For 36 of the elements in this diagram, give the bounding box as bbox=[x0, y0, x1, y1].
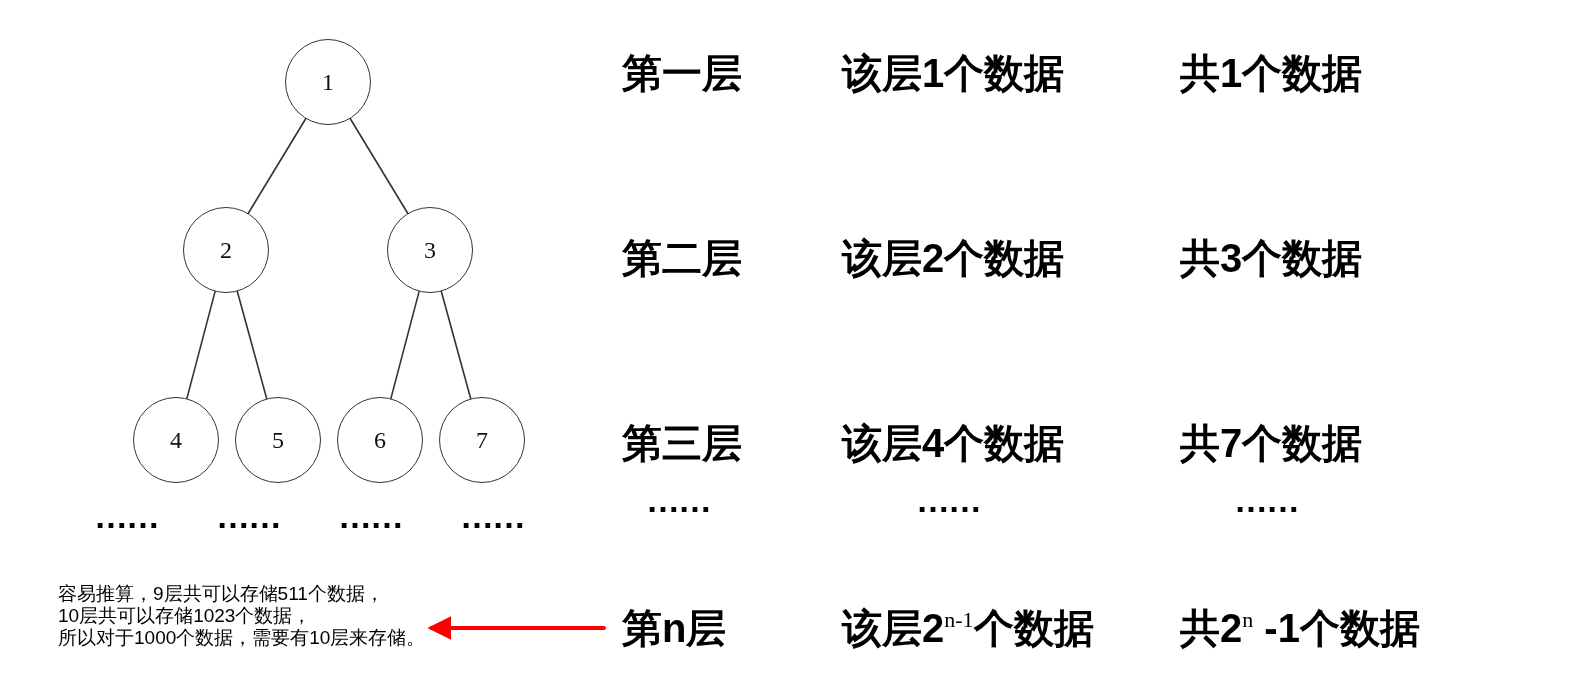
tree-node-circle: 4 bbox=[133, 397, 219, 483]
note-line: 所以对于1000个数据，需要有10层来存储。 bbox=[58, 627, 426, 649]
ellipsis: …… bbox=[216, 496, 280, 536]
tree-node-circle: 7 bbox=[439, 397, 525, 483]
ellipsis: …… bbox=[338, 496, 402, 536]
level-label: 第一层 bbox=[622, 49, 742, 97]
tree-edge bbox=[186, 290, 216, 400]
ellipsis: …… bbox=[1234, 480, 1298, 520]
tree-edge bbox=[349, 117, 409, 215]
total-label: 共1个数据 bbox=[1180, 49, 1363, 97]
tree-edge bbox=[390, 290, 420, 400]
tree-node-circle: 2 bbox=[183, 207, 269, 293]
total-label: 共3个数据 bbox=[1180, 234, 1363, 282]
ellipsis: …… bbox=[916, 480, 980, 520]
level-label: 第n层 bbox=[622, 600, 727, 656]
count-label: 该层2个数据 bbox=[842, 234, 1065, 282]
count-label: 该层2$^{n-1}$个数据 bbox=[842, 604, 1094, 652]
arrow bbox=[427, 616, 606, 640]
tree-edge bbox=[236, 290, 268, 400]
tree-edge bbox=[247, 117, 307, 215]
note-line: 10层共可以存储1023个数据， bbox=[58, 605, 313, 627]
tree-node-circle: 1 bbox=[285, 39, 371, 125]
level-label: 第三层 bbox=[622, 419, 742, 467]
tree-node-circle: 5 bbox=[235, 397, 321, 483]
total-label: 共2$^{n}$ -1个数据 bbox=[1180, 604, 1420, 652]
tree-node-circle: 6 bbox=[337, 397, 423, 483]
level-label: 第二层 bbox=[622, 234, 742, 282]
tree-node-circle: 3 bbox=[387, 207, 473, 293]
total-label: 共7个数据 bbox=[1180, 419, 1363, 467]
ellipsis: …… bbox=[94, 496, 158, 536]
count-label: 该层1个数据 bbox=[842, 49, 1065, 97]
ellipsis: …… bbox=[646, 480, 710, 520]
tree-edge bbox=[440, 290, 472, 400]
note-line: 容易推算，9层共可以存储511个数据， bbox=[58, 583, 385, 605]
ellipsis: …… bbox=[460, 496, 524, 536]
count-label: 该层4个数据 bbox=[842, 419, 1065, 467]
